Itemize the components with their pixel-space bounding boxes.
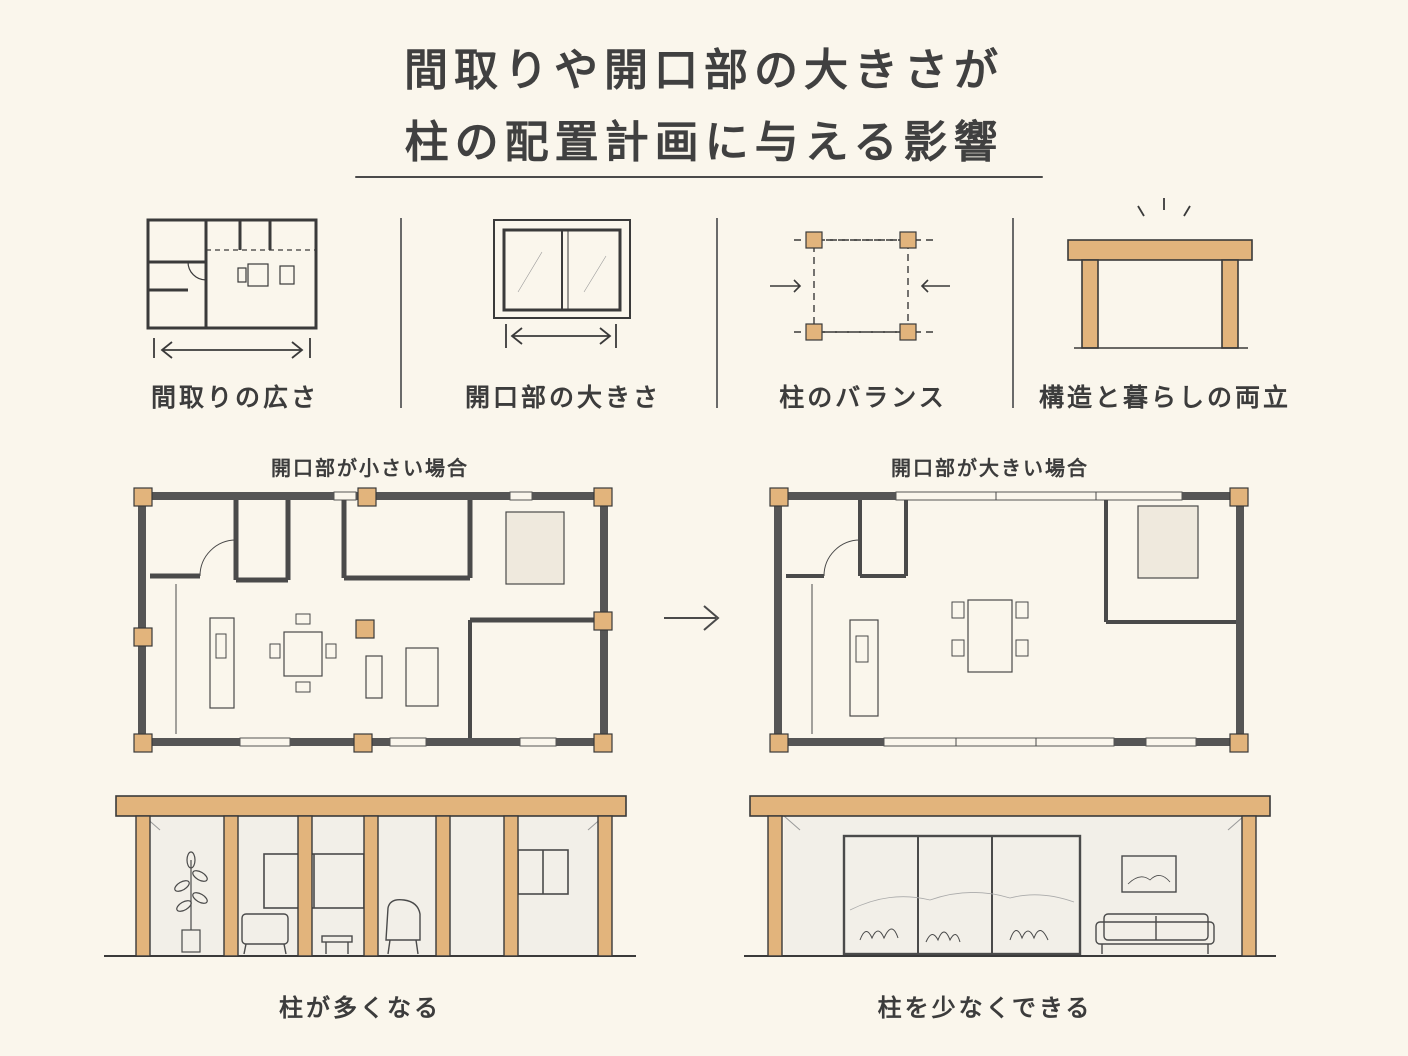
page-title-line1: 間取りや開口部の大きさが [404, 45, 1004, 96]
many-columns-elevation [104, 795, 636, 957]
right-elevation-caption: 柱を少なくできる [877, 994, 1093, 1022]
few-columns-elevation [744, 795, 1276, 957]
title-underline [355, 176, 1043, 178]
separator [716, 218, 718, 408]
factor-label-structure-and-living: 構造と暮らしの両立 [1038, 383, 1291, 412]
post-and-beam-icon [1067, 198, 1253, 349]
separator [400, 218, 402, 408]
right-plan-heading: 開口部が大きい場合 [891, 456, 1089, 480]
floor-plan-icon [146, 218, 318, 359]
left-elevation-caption: 柱が多くなる [279, 994, 441, 1022]
arrow-right-icon [664, 605, 720, 631]
separator [1012, 218, 1014, 408]
small-opening-floor-plan [133, 487, 613, 753]
factor-label-floor-area: 間取りの広さ [150, 383, 319, 412]
column-balance-icon [770, 231, 950, 341]
large-opening-floor-plan [769, 487, 1249, 753]
left-plan-heading: 開口部が小さい場合 [271, 456, 469, 480]
window-icon [493, 219, 631, 348]
factor-label-column-balance: 柱のバランス [779, 383, 947, 412]
page-title-line2: 柱の配置計画に与える影響 [404, 117, 1004, 168]
factor-label-opening-size: 開口部の大きさ [464, 383, 661, 412]
